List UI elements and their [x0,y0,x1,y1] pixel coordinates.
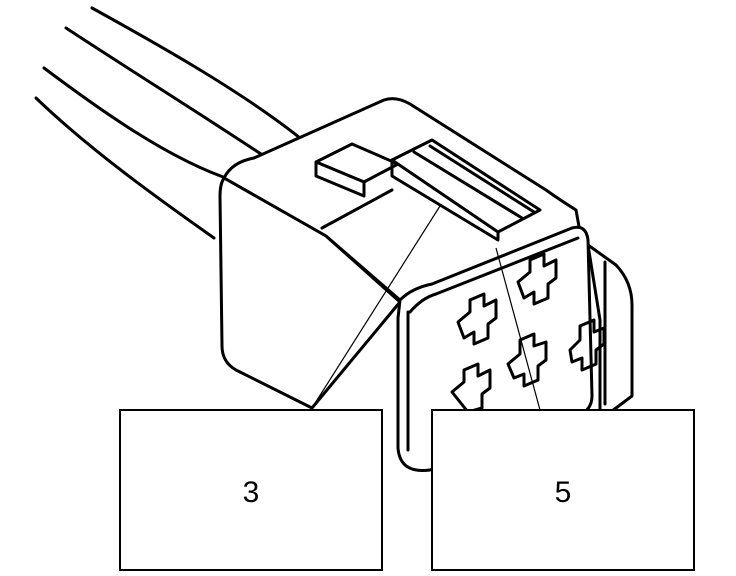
locking-latch [314,138,542,242]
callout-box-5 [431,409,695,571]
wire-1 [90,6,302,140]
cavity-5 [506,332,548,388]
wire-harness [34,6,302,240]
wire-4 [34,96,216,240]
wire-3 [42,66,234,182]
callout-3: 3 [119,409,383,571]
callout-label-5: 5 [555,476,572,509]
callout-label-3: 3 [243,476,260,509]
cavity-2 [516,252,558,306]
leader-lines [311,205,541,411]
leader-line-3 [311,205,441,409]
cavity-1 [456,292,498,346]
cavity-3 [568,318,606,372]
callout-5: 5 [431,409,695,571]
leader-line-5 [495,247,541,411]
wire-2 [64,26,272,162]
callout-box-3 [119,409,383,571]
